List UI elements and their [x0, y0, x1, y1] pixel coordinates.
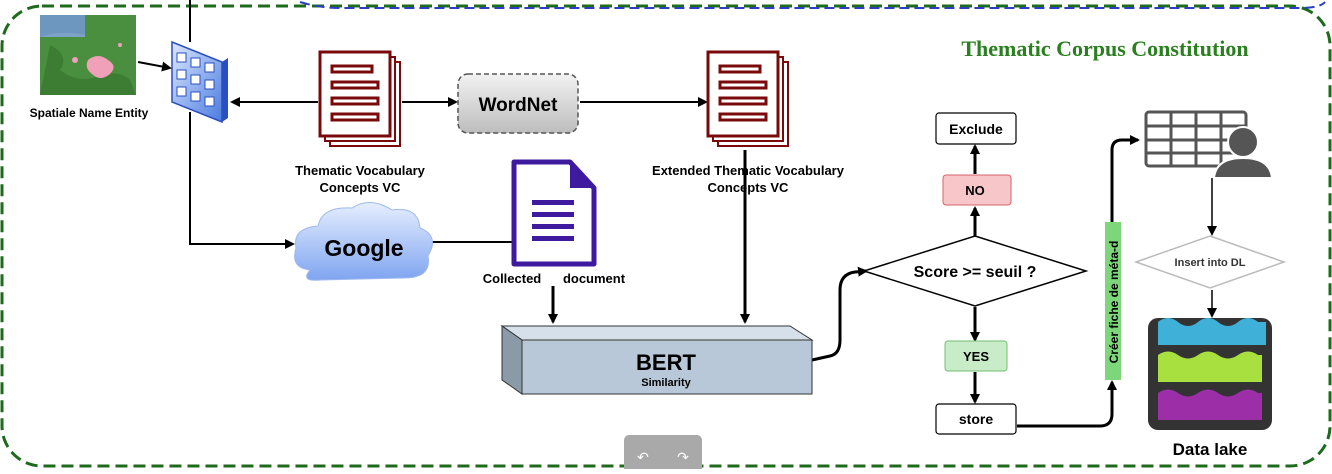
data-lake-label: Data lake [1173, 440, 1248, 459]
extended-vocab-label-1: Extended Thematic Vocabulary [652, 163, 845, 178]
redo-icon[interactable]: ↷ [677, 449, 689, 465]
upper-frame-edge [299, 1, 1326, 9]
exclude-label: Exclude [949, 121, 1003, 137]
view-navigation-control[interactable]: ↶ ↷ [624, 435, 702, 474]
thematic-vocab-label-1: Thematic Vocabulary [295, 163, 426, 178]
creer-label-box [1105, 222, 1121, 380]
exclude-box [935, 112, 1017, 145]
extended-vocab-label-2: Concepts VC [708, 180, 790, 195]
map-icon [40, 15, 136, 95]
score-decision-diamond [861, 235, 1089, 307]
thematic-vocab-doc-icon [318, 50, 401, 147]
bert-to-decision-arrow [811, 266, 868, 362]
store-label: store [959, 411, 993, 427]
google-label: Google [324, 235, 403, 261]
google-cloud-icon [294, 202, 433, 281]
no-label: NO [965, 183, 985, 198]
thematic-vocab-label-2: Concepts VC [320, 180, 402, 195]
store-box [935, 403, 1017, 435]
creer-label: Créer fiche de méta-d [1107, 241, 1121, 364]
decision-label: Score >= seuil ? [914, 264, 1037, 281]
creer-to-table-arrow [1110, 135, 1140, 222]
bert-sub-label: Similarity [641, 377, 691, 389]
collected-label-2: document [563, 271, 626, 286]
grid-to-google-arrow [189, 112, 295, 249]
yes-box [944, 340, 1008, 372]
undo-icon[interactable]: ↶ [637, 449, 649, 465]
collected-document-icon [511, 159, 597, 267]
store-to-creer-arrow [1017, 380, 1117, 428]
table-user-icon [1144, 110, 1274, 179]
insert-label: Insert into DL [1175, 257, 1246, 269]
yes-label: YES [963, 349, 989, 364]
spatial-label: Spatiale Name Entity [30, 106, 149, 120]
bert-box [500, 325, 814, 395]
collected-label-1: Collected [483, 271, 542, 286]
bert-label: BERT [636, 350, 696, 375]
no-box [942, 174, 1012, 206]
insert-into-dl-diamond [1133, 235, 1287, 289]
diagram-title: Thematic Corpus Constitution [961, 36, 1248, 61]
grid-icon [171, 40, 228, 124]
map-to-grid-arrow [137, 61, 172, 72]
data-lake-icon [1148, 318, 1272, 430]
wordnet-label: WordNet [479, 95, 558, 116]
wordnet-box [457, 73, 579, 134]
extended-vocab-doc-icon [706, 50, 789, 147]
